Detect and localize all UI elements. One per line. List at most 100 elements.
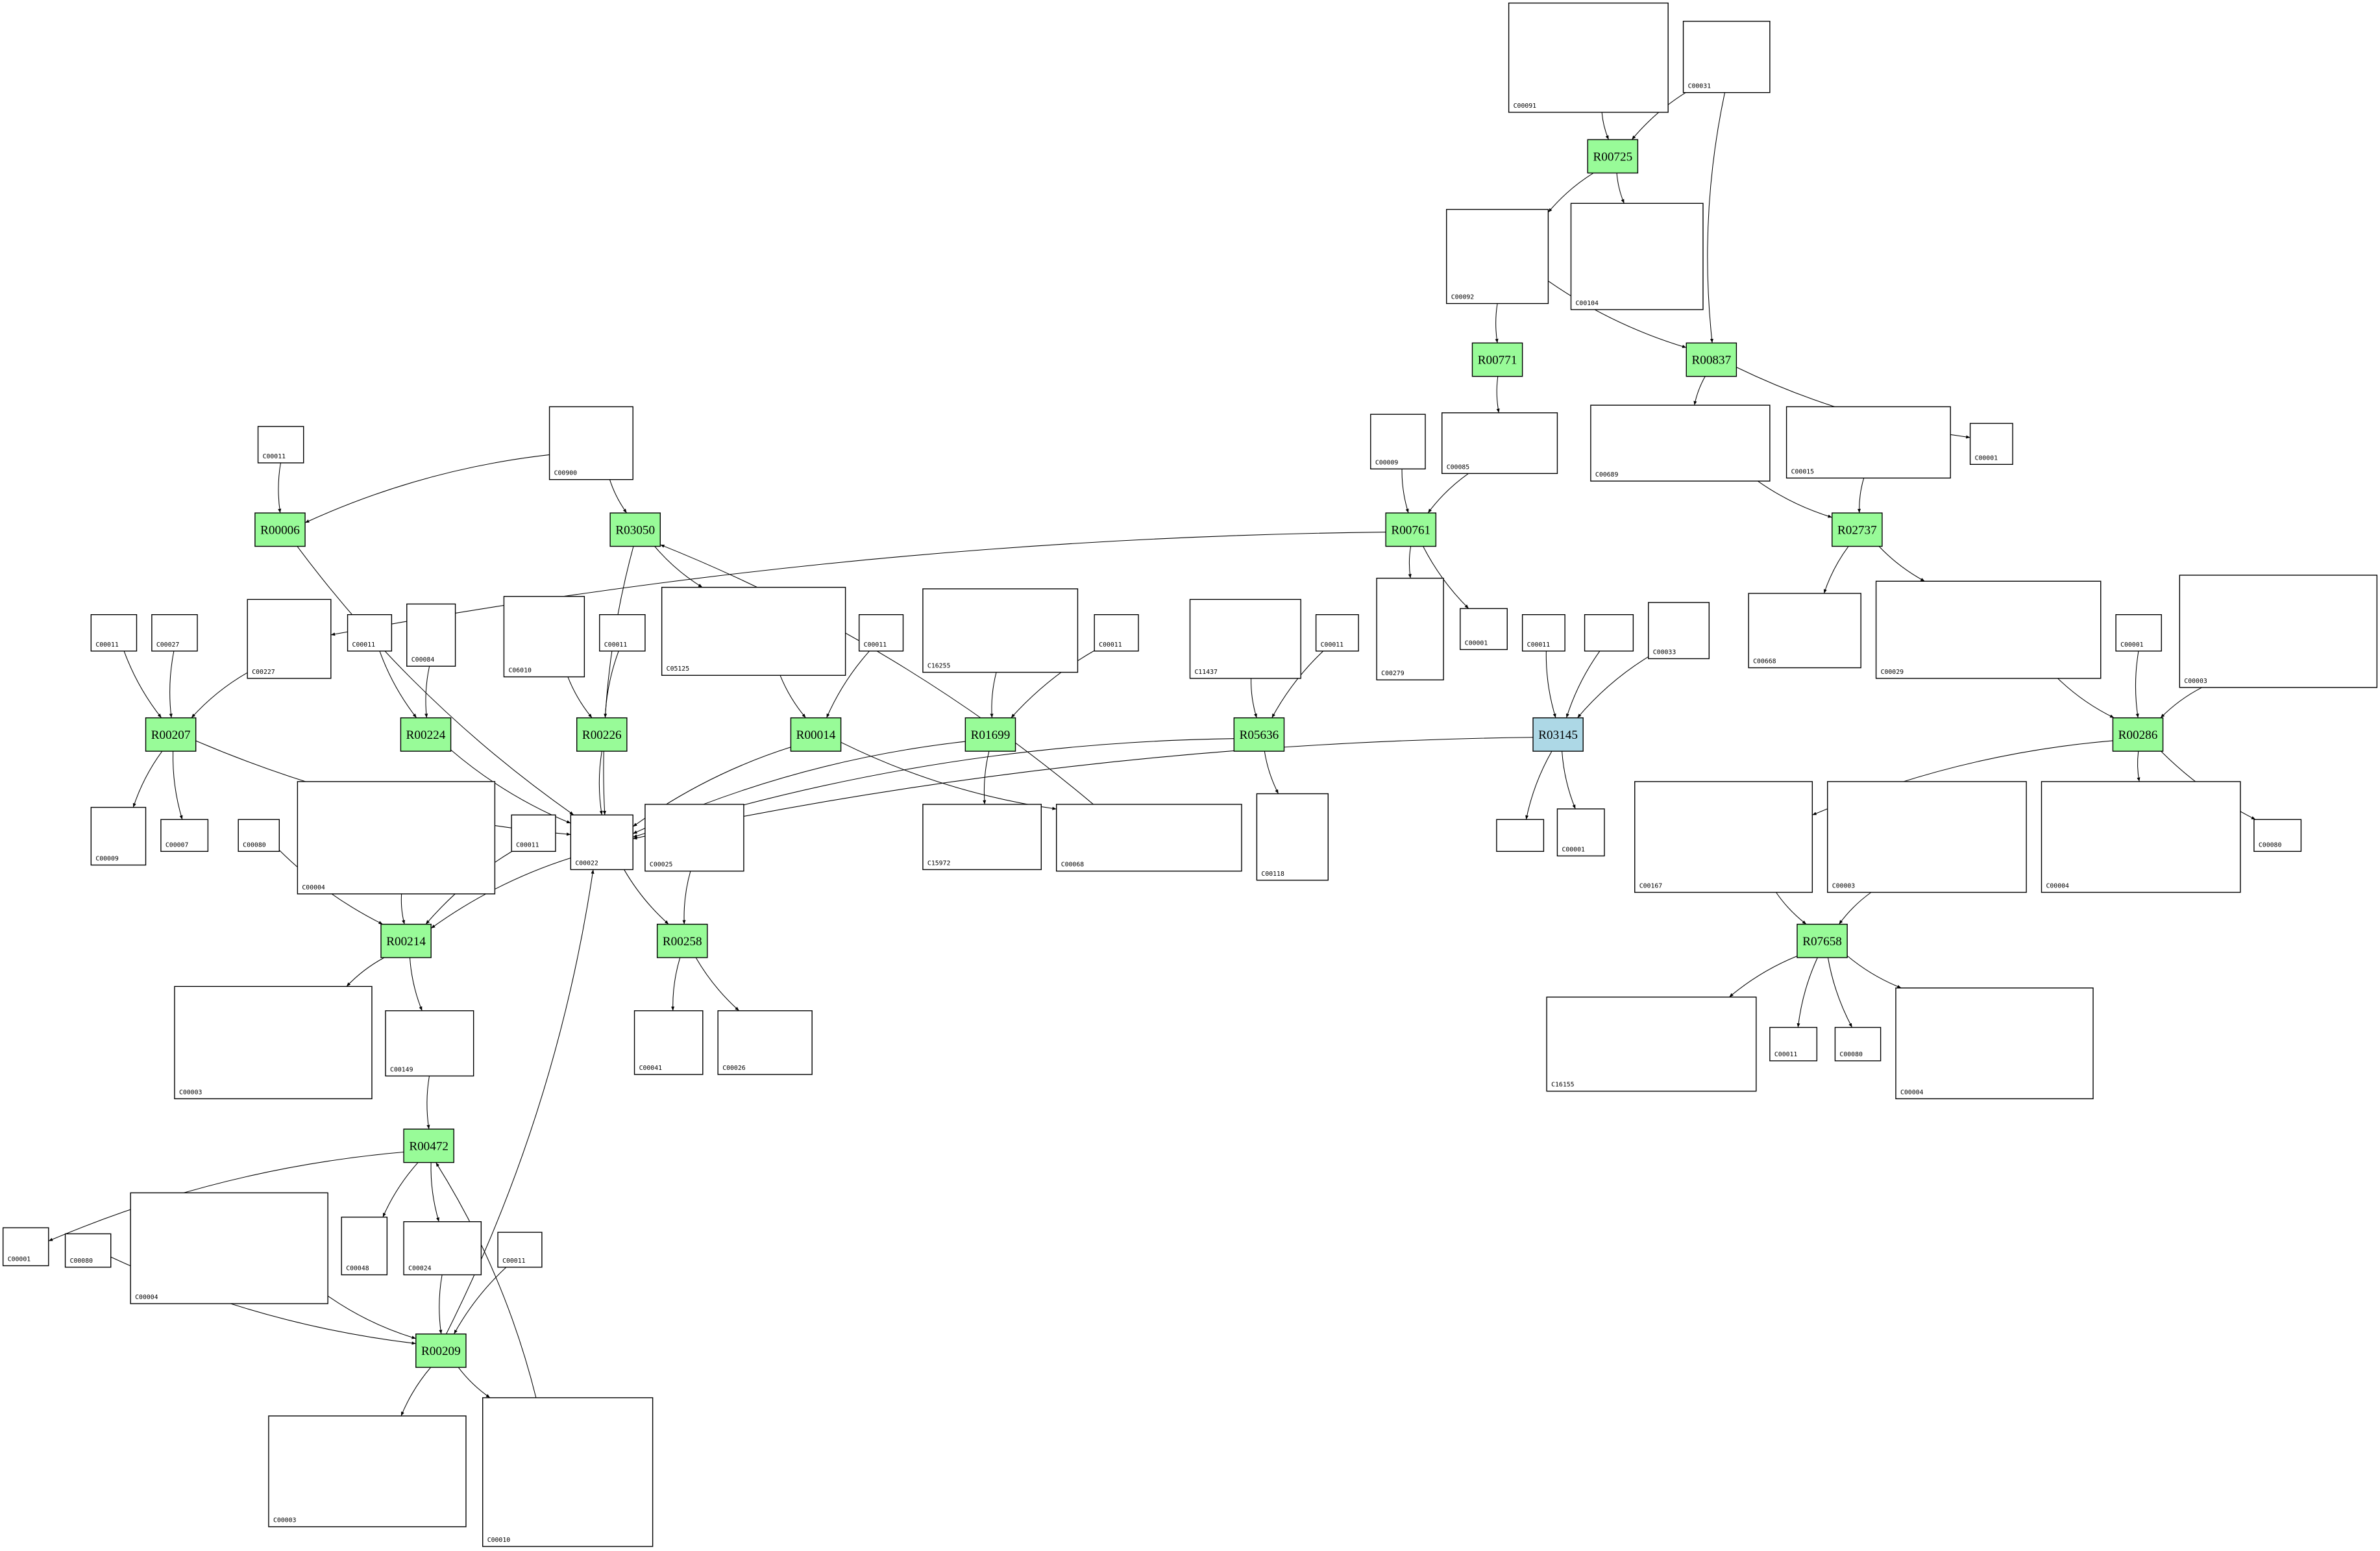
compound-box[interactable] — [1460, 608, 1508, 651]
compound-box[interactable] — [2, 1227, 49, 1267]
compound-box[interactable] — [1584, 614, 1634, 652]
compound-box[interactable] — [151, 614, 198, 652]
compound-c00015[interactable]: C00015 — [1785, 406, 1951, 479]
compound-box[interactable] — [1590, 404, 1771, 482]
reaction-r00286[interactable]: R00286 — [2112, 717, 2164, 752]
compound-c00279[interactable]: C00279 — [1376, 577, 1444, 680]
reaction-box[interactable] — [1797, 923, 1848, 958]
compound-c00080[interactable]: C00080 — [238, 819, 280, 852]
compound-box[interactable] — [268, 1415, 467, 1528]
compound-c15972[interactable]: C15972 — [922, 804, 1042, 871]
reaction-r01699[interactable]: R01699 — [964, 717, 1016, 752]
reaction-box[interactable] — [1233, 717, 1285, 752]
compound-c16255[interactable]: C16255 — [922, 588, 1079, 673]
compound-c00003[interactable]: C00003 — [268, 1415, 467, 1528]
compound-c00009[interactable]: C00009 — [1370, 414, 1426, 470]
compound-box[interactable] — [341, 1217, 388, 1276]
compound-c00001[interactable]: C00001 — [1969, 423, 2013, 465]
compound-c00001[interactable]: C00001 — [2115, 614, 2162, 652]
compound-box[interactable] — [1376, 577, 1444, 680]
reaction-box[interactable] — [380, 923, 432, 958]
reaction-r07658[interactable]: R07658 — [1797, 923, 1848, 958]
reaction-r00209[interactable]: R00209 — [415, 1334, 467, 1368]
compound-c00104[interactable]: C00104 — [1570, 203, 1704, 310]
compound-empty[interactable] — [1584, 614, 1634, 652]
compound-box[interactable] — [717, 1010, 813, 1075]
compound-box[interactable] — [922, 804, 1042, 871]
compound-c00011[interactable]: C00011 — [90, 614, 138, 652]
compound-box[interactable] — [247, 599, 332, 679]
reaction-box[interactable] — [400, 717, 452, 752]
compound-box[interactable] — [548, 406, 633, 480]
compound-box[interactable] — [130, 1192, 328, 1304]
reaction-r00725[interactable]: R00725 — [1587, 139, 1639, 174]
compound-c00011[interactable]: C00011 — [497, 1232, 543, 1268]
reaction-r00006[interactable]: R00006 — [254, 512, 306, 547]
compound-box[interactable] — [90, 614, 138, 652]
reaction-r00214[interactable]: R00214 — [380, 923, 432, 958]
compound-box[interactable] — [1546, 997, 1757, 1092]
compound-c11437[interactable]: C11437 — [1189, 599, 1301, 679]
compound-box[interactable] — [1315, 614, 1359, 652]
reaction-box[interactable] — [1471, 342, 1523, 377]
compound-box[interactable] — [1785, 406, 1951, 479]
compound-box[interactable] — [2041, 781, 2241, 893]
compound-box[interactable] — [511, 814, 556, 852]
compound-box[interactable] — [2253, 819, 2302, 852]
compound-box[interactable] — [661, 586, 846, 676]
reaction-box[interactable] — [1532, 717, 1584, 752]
compound-c00027[interactable]: C00027 — [151, 614, 198, 652]
reaction-r03145[interactable]: R03145 — [1532, 717, 1584, 752]
compound-c00084[interactable]: C00084 — [406, 603, 456, 667]
compound-box[interactable] — [1189, 599, 1301, 679]
compound-c00022[interactable]: C00022 — [570, 814, 633, 871]
compound-c00900[interactable]: C00900 — [548, 406, 633, 480]
compound-c00003[interactable]: C00003 — [2179, 575, 2378, 688]
compound-c00009[interactable]: C00009 — [90, 806, 147, 866]
compound-c00080[interactable]: C00080 — [2253, 819, 2302, 852]
compound-box[interactable] — [406, 603, 456, 667]
reaction-r00761[interactable]: R00761 — [1385, 512, 1437, 547]
compound-box[interactable] — [297, 781, 496, 895]
compound-c00080[interactable]: C00080 — [1834, 1026, 1882, 1061]
compound-c00011[interactable]: C00011 — [347, 614, 393, 652]
compound-c00031[interactable]: C00031 — [1682, 21, 1771, 93]
compound-c00001[interactable]: C00001 — [1556, 808, 1605, 857]
compound-box[interactable] — [90, 806, 147, 866]
compound-c00041[interactable]: C00041 — [633, 1010, 704, 1075]
compound-c00024[interactable]: C00024 — [403, 1221, 482, 1276]
compound-c00149[interactable]: C00149 — [385, 1010, 474, 1077]
compound-box[interactable] — [385, 1010, 474, 1077]
reaction-box[interactable] — [656, 923, 708, 958]
compound-box[interactable] — [599, 614, 646, 652]
compound-c16155[interactable]: C16155 — [1546, 997, 1757, 1092]
reaction-box[interactable] — [403, 1128, 454, 1163]
compound-box[interactable] — [1256, 793, 1329, 881]
compound-box[interactable] — [1370, 414, 1426, 470]
reaction-box[interactable] — [609, 512, 661, 547]
compound-c00010[interactable]: C00010 — [482, 1397, 654, 1547]
compound-c00011[interactable]: C00011 — [1769, 1026, 1818, 1061]
compound-box[interactable] — [1634, 781, 1813, 893]
reaction-r00224[interactable]: R00224 — [400, 717, 452, 752]
compound-box[interactable] — [1496, 819, 1545, 852]
compound-box[interactable] — [2179, 575, 2378, 688]
compound-box[interactable] — [1769, 1026, 1818, 1061]
compound-c00003[interactable]: C00003 — [174, 986, 373, 1100]
compound-c00091[interactable]: C00091 — [1508, 2, 1669, 113]
compound-box[interactable] — [497, 1232, 543, 1268]
compound-box[interactable] — [160, 819, 209, 852]
reaction-r00837[interactable]: R00837 — [1686, 342, 1737, 377]
compound-box[interactable] — [1827, 781, 2027, 893]
compound-c00011[interactable]: C00011 — [1521, 614, 1565, 652]
compound-box[interactable] — [503, 595, 585, 678]
compound-box[interactable] — [858, 614, 904, 652]
compound-c00689[interactable]: C00689 — [1590, 404, 1771, 482]
compound-box[interactable] — [1521, 614, 1565, 652]
compound-box[interactable] — [1556, 808, 1605, 857]
compound-box[interactable] — [1748, 593, 1861, 669]
compound-c00003[interactable]: C00003 — [1827, 781, 2027, 893]
compound-empty[interactable] — [1496, 819, 1545, 852]
compound-box[interactable] — [1055, 804, 1242, 872]
compound-c00227[interactable]: C00227 — [247, 599, 332, 679]
